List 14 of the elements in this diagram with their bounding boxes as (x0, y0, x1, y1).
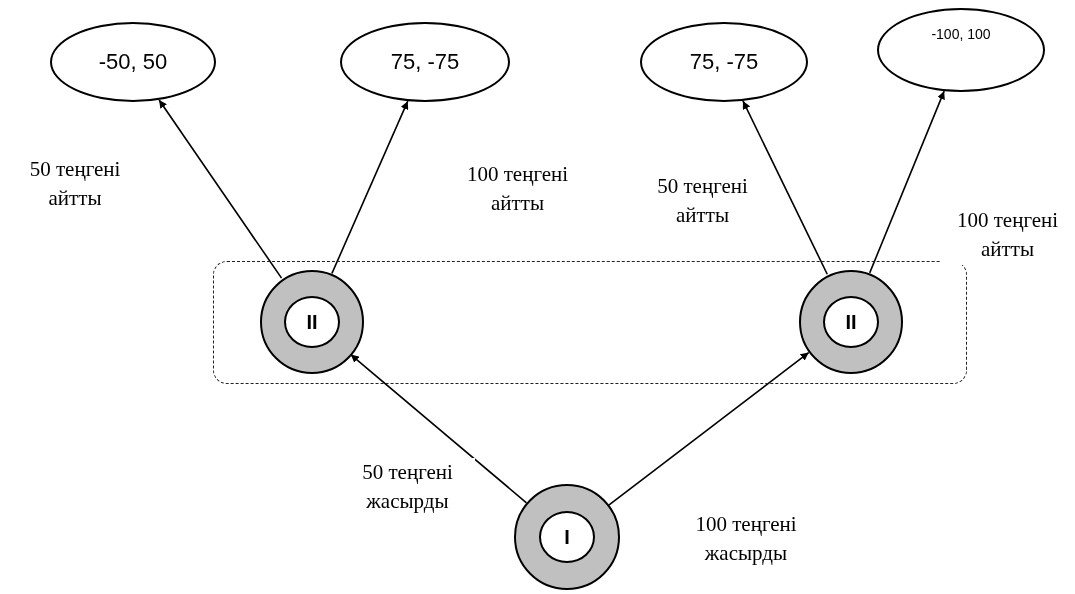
information-set-frame (213, 261, 967, 384)
payoff-text: 75, -75 (689, 49, 759, 75)
arrow (742, 100, 829, 276)
payoff-text: -50, 50 (98, 49, 168, 75)
payoff-text: 75, -75 (390, 49, 460, 75)
arrow (868, 90, 945, 274)
arrow (331, 100, 409, 275)
arrow (349, 353, 528, 504)
arrow (608, 351, 810, 506)
player-label: II (823, 296, 879, 348)
player-label: II (284, 296, 340, 348)
player-label: I (539, 511, 595, 563)
arrow (158, 99, 283, 279)
payoff-text: -100, 100 (931, 26, 991, 42)
